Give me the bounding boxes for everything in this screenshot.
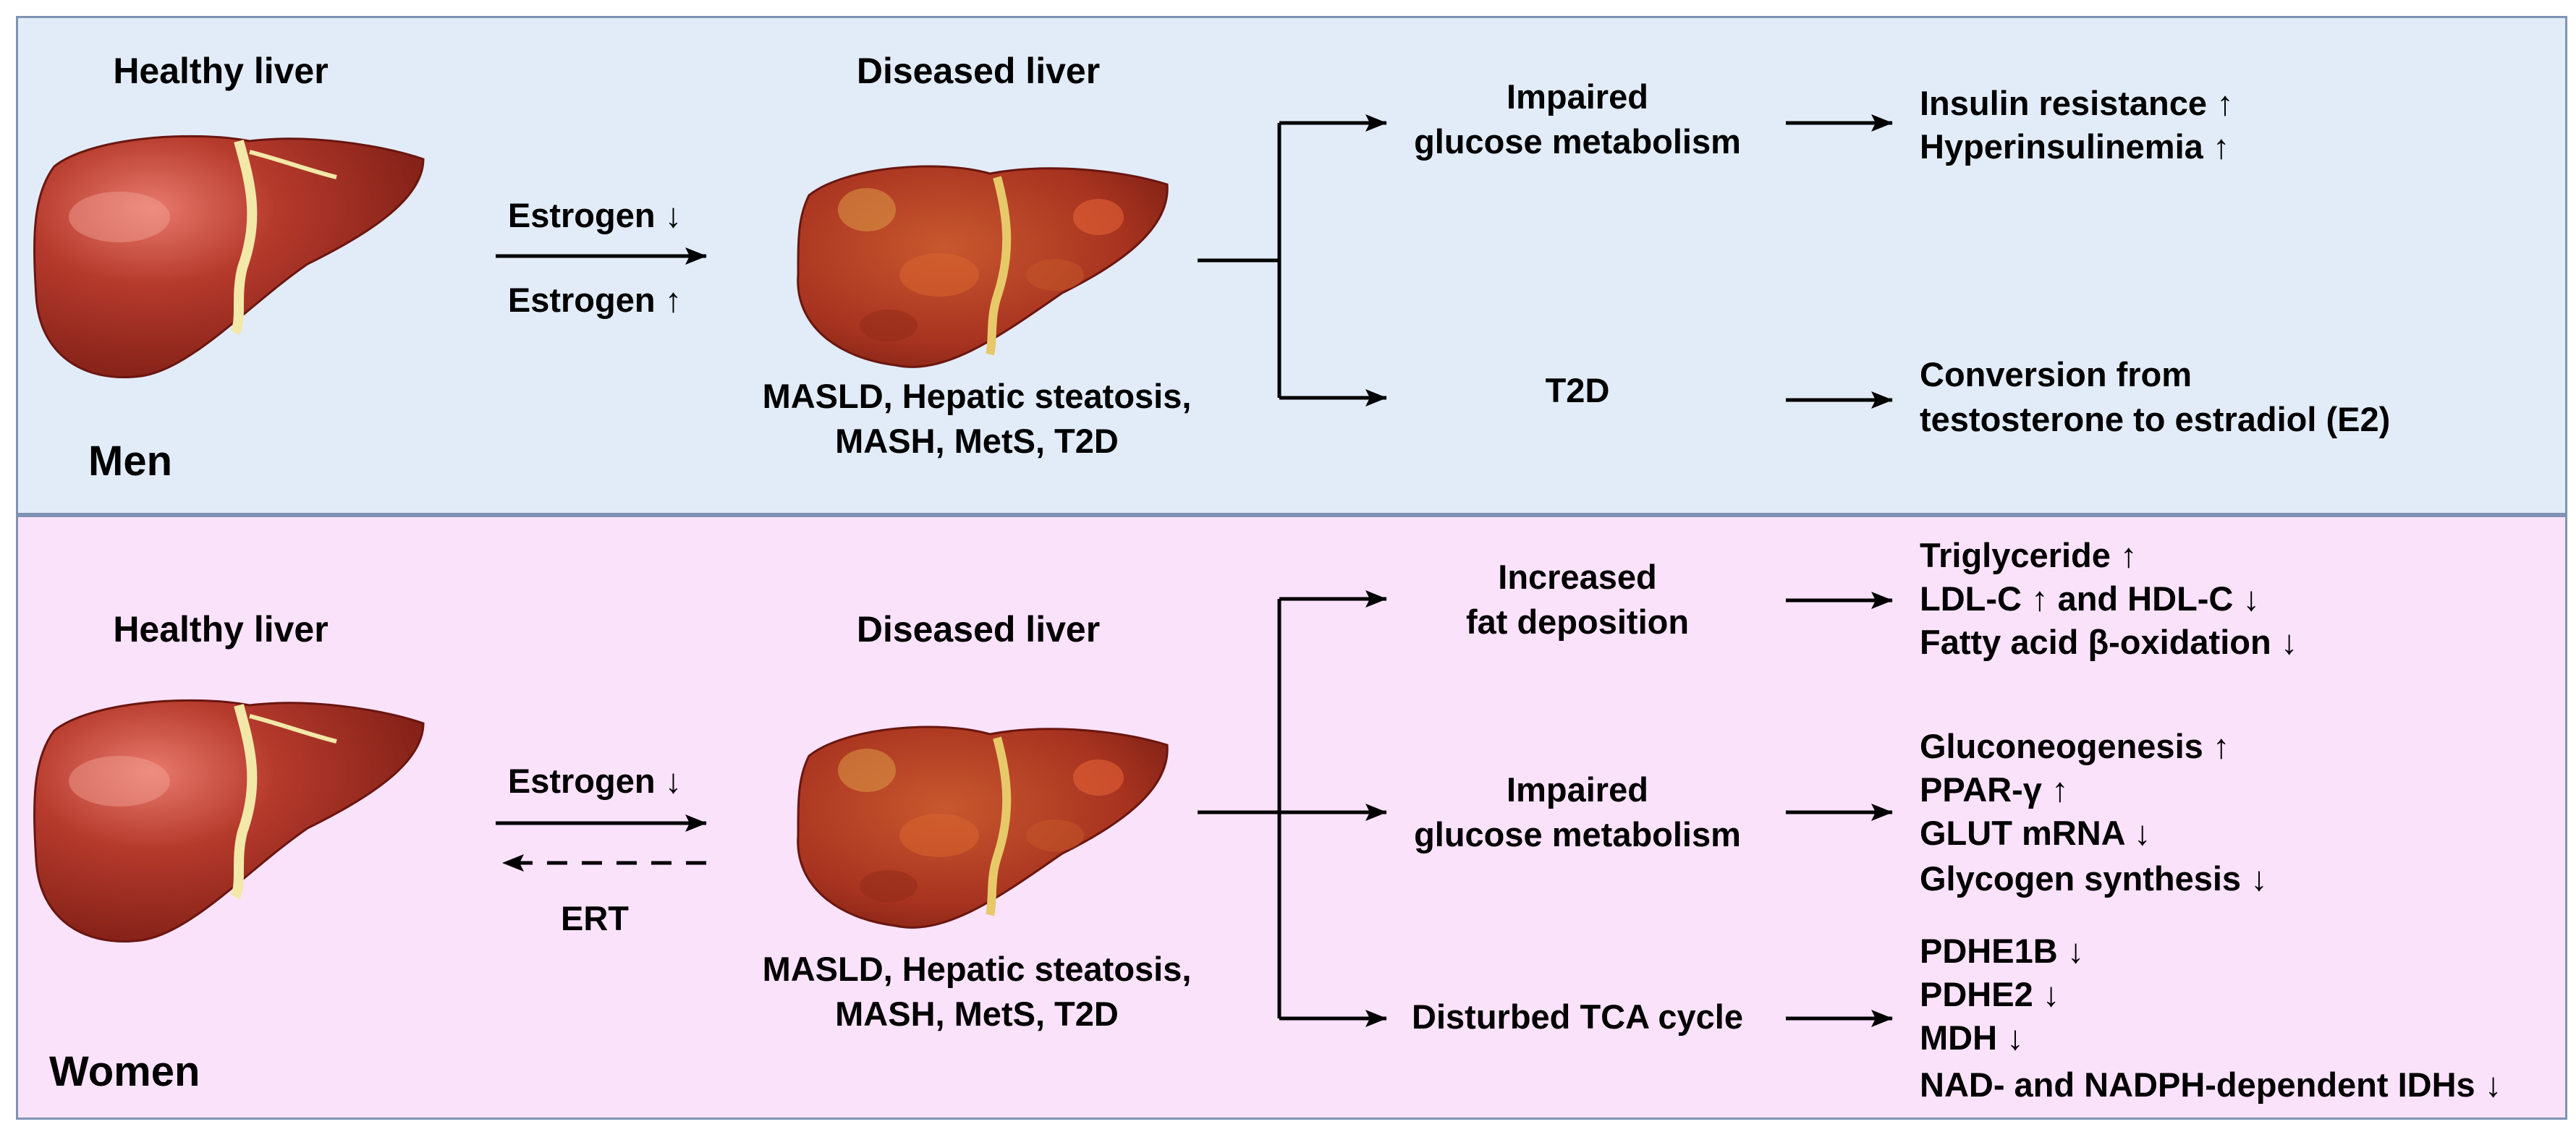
women-outcome3-item: MDH ↓	[1920, 1018, 2024, 1057]
women-outcome3-item: PDHE2 ↓	[1920, 975, 2060, 1013]
women-outcome2-item: PPAR-γ ↑	[1920, 770, 2069, 809]
women-outcome2-item: Gluconeogenesis ↑	[1920, 727, 2230, 765]
women-conditions-line1: MASLD, Hepatic steatosis,	[762, 950, 1192, 988]
women-branch3-label: Disturbed TCA cycle	[1412, 997, 1743, 1036]
men-outcome1-item: Hyperinsulinemia ↑	[1920, 127, 2230, 166]
men-branch1-line2: glucose metabolism	[1414, 122, 1741, 161]
women-conditions-line2: MASH, MetS, T2D	[835, 995, 1119, 1033]
women-panel-label: Women	[49, 1048, 200, 1095]
men-branch1-line1: Impaired	[1507, 77, 1648, 116]
men-conditions-line2: MASH, MetS, T2D	[835, 422, 1119, 460]
men-panel-label: Men	[88, 438, 172, 485]
women-healthy-liver	[33, 699, 425, 942]
men-panel	[16, 16, 2567, 515]
men-healthy-liver	[33, 135, 425, 378]
men-diseased-liver-title: Diseased liver	[856, 51, 1101, 91]
men-arrow-top-label: Estrogen ↓	[507, 196, 682, 234]
women-outcome2-item: GLUT mRNA ↓	[1920, 814, 2151, 852]
women-outcome2-item: Glycogen synthesis ↓	[1920, 859, 2268, 898]
men-conditions-line1: MASLD, Hepatic steatosis,	[762, 377, 1192, 415]
women-outcome1-item: Triglyceride ↑	[1920, 536, 2138, 574]
women-outcome3-item: NAD- and NADPH-dependent IDHs ↓	[1920, 1065, 2502, 1104]
women-arrow-bottom-label: ERT	[561, 899, 629, 937]
men-arrow-bottom-label: Estrogen ↑	[507, 281, 682, 319]
women-outcome3-item: PDHE1B ↓	[1920, 932, 2085, 970]
women-diseased-liver-title: Diseased liver	[856, 609, 1101, 650]
men-healthy-liver-title: Healthy liver	[113, 51, 329, 91]
men-branch2-label: T2D	[1545, 371, 1610, 409]
women-outcome1-item: Fatty acid β-oxidation ↓	[1920, 623, 2298, 661]
men-outcome2-item: Conversion from	[1920, 355, 2192, 393]
men-outcome2-item: testosterone to estradiol (E2)	[1920, 400, 2391, 438]
men-outcome1-item: Insulin resistance ↑	[1920, 84, 2234, 122]
women-branch2-line2: glucose metabolism	[1414, 815, 1741, 854]
women-arrow-top-label: Estrogen ↓	[507, 762, 682, 800]
men-diseased-liver	[797, 165, 1169, 368]
women-branch1-line1: Increased	[1498, 558, 1657, 596]
women-branch1-line2: fat deposition	[1465, 603, 1690, 641]
women-diseased-liver	[797, 725, 1169, 929]
women-outcome1-item: LDL-C ↑ and HDL-C ↓	[1920, 579, 2260, 618]
women-branch2-line1: Impaired	[1507, 770, 1648, 809]
women-healthy-liver-title: Healthy liver	[113, 609, 329, 650]
